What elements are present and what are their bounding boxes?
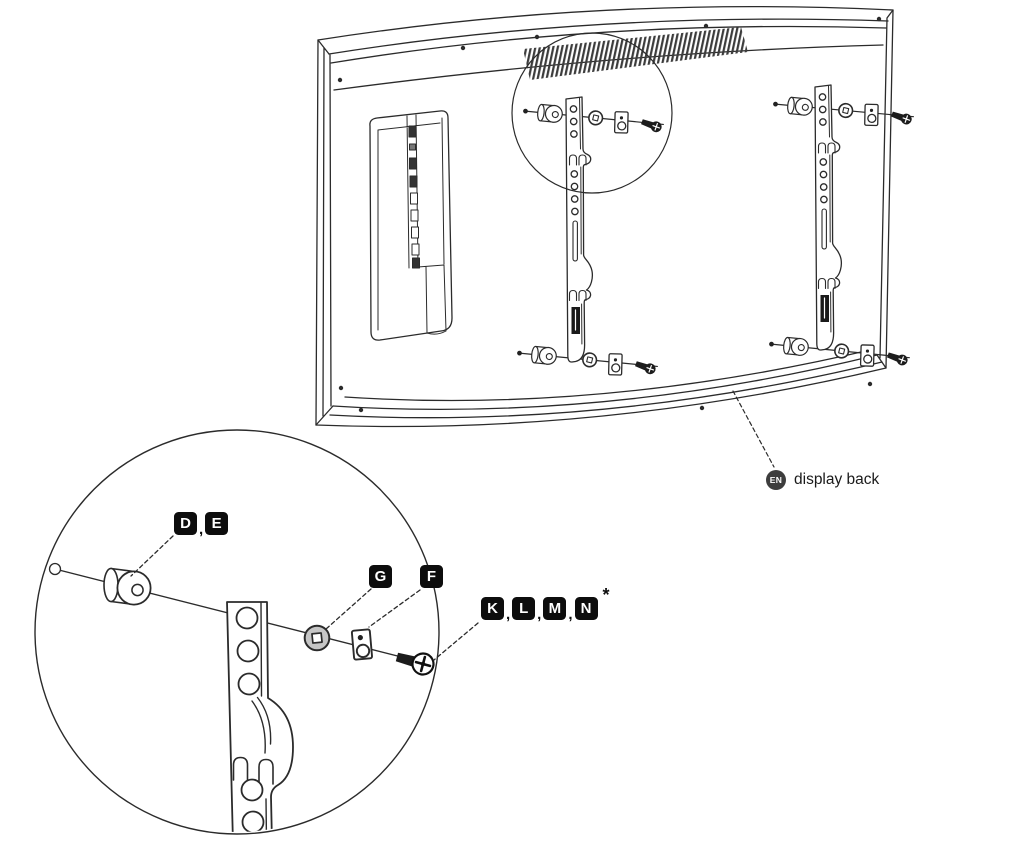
label-separator: ,	[568, 606, 573, 623]
label-group-washer: G	[369, 565, 392, 588]
caption-leader-line	[732, 390, 775, 468]
label-l: L	[512, 597, 536, 620]
io-port	[409, 175, 418, 188]
io-port	[410, 192, 418, 205]
detail-spacer	[103, 567, 152, 606]
label-k: K	[481, 597, 504, 620]
io-port	[411, 226, 419, 239]
footnote-asterisk: *	[602, 585, 610, 605]
detail-circle	[34, 429, 440, 835]
io-port	[409, 157, 417, 170]
label-m: M	[543, 597, 567, 620]
label-group-screws: K , L , M , N *	[481, 586, 610, 623]
label-group-spacer-washer: D , E	[174, 512, 229, 538]
io-port	[412, 257, 420, 269]
left-bevel-lines	[315, 39, 334, 426]
frame-screws	[337, 16, 882, 413]
caption-display-back: EN display back	[766, 470, 879, 490]
vent-grille	[523, 27, 748, 80]
leader-plate-label	[368, 589, 421, 628]
io-port	[408, 125, 417, 138]
bottom-bevel-lines	[329, 348, 883, 419]
label-separator: ,	[506, 606, 511, 623]
detail-screw	[395, 652, 435, 676]
display-back-body	[315, 5, 894, 428]
io-port	[410, 209, 419, 222]
io-port	[411, 243, 420, 256]
label-separator: ,	[537, 606, 542, 623]
detail-washer	[303, 624, 331, 652]
label-g: G	[369, 565, 392, 588]
label-n: N	[574, 597, 598, 620]
callout-circle	[511, 32, 673, 194]
label-separator: ,	[199, 521, 204, 538]
detail-mount-hole	[48, 562, 62, 576]
connector-panel	[369, 110, 453, 341]
detail-clip-plate	[350, 628, 373, 661]
io-port	[409, 143, 416, 151]
label-d: D	[174, 512, 197, 535]
leader-screw-label	[433, 622, 479, 661]
label-f: F	[420, 565, 443, 588]
label-leader-lines	[130, 535, 479, 661]
io-ports	[408, 125, 420, 269]
leader-spacer-label	[130, 535, 174, 577]
detail-view	[34, 429, 479, 835]
detail-bracket	[226, 601, 294, 832]
caption-text: display back	[794, 471, 880, 488]
connector-panel-outline	[369, 110, 453, 341]
label-e: E	[205, 512, 229, 535]
leader-washer-label	[325, 588, 372, 630]
label-group-clip-plate: F	[420, 565, 443, 588]
en-language-badge: EN	[766, 470, 786, 490]
